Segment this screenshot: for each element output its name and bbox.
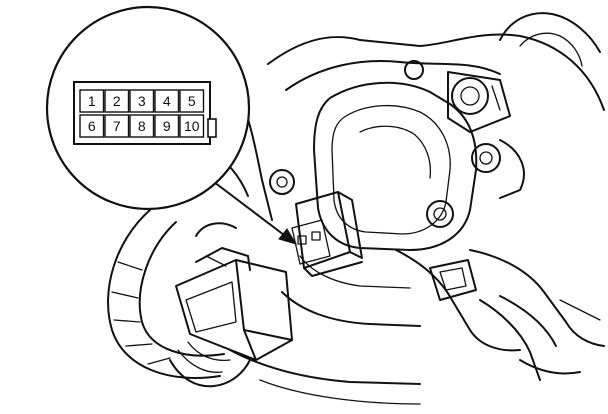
- engine-assembly: [209, 12, 605, 405]
- pin-label-6: 6: [88, 118, 96, 134]
- pin-label-1: 1: [88, 93, 96, 109]
- pin-label-5: 5: [188, 93, 196, 109]
- wire-harness: [107, 209, 293, 388]
- pin-label-8: 8: [138, 118, 146, 134]
- pin-label-7: 7: [113, 118, 121, 134]
- pin-cell-2: [104, 89, 130, 113]
- sensor-connector: [291, 191, 363, 277]
- pin-cell-5: [179, 89, 205, 113]
- pin-cell-7: [104, 114, 130, 138]
- connector-lock-tab: [207, 118, 217, 138]
- pin-label-2: 2: [113, 93, 121, 109]
- pin-label-3: 3: [138, 93, 146, 109]
- pin-label-9: 9: [163, 118, 171, 134]
- pin-cell-8: [129, 114, 155, 138]
- pin-cell-9: [154, 114, 180, 138]
- pin-label-4: 4: [163, 93, 171, 109]
- pin-cell-10: [179, 114, 205, 138]
- pin-cell-6: [79, 114, 105, 138]
- connector-pinout: 1 2 3 4 5 6 7 8 9 10: [73, 81, 217, 145]
- pin-cell-3: [129, 89, 155, 113]
- leader-arrow: [213, 181, 298, 245]
- pin-cell-1: [79, 89, 105, 113]
- pin-cell-4: [154, 89, 180, 113]
- pin-label-10: 10: [184, 118, 200, 134]
